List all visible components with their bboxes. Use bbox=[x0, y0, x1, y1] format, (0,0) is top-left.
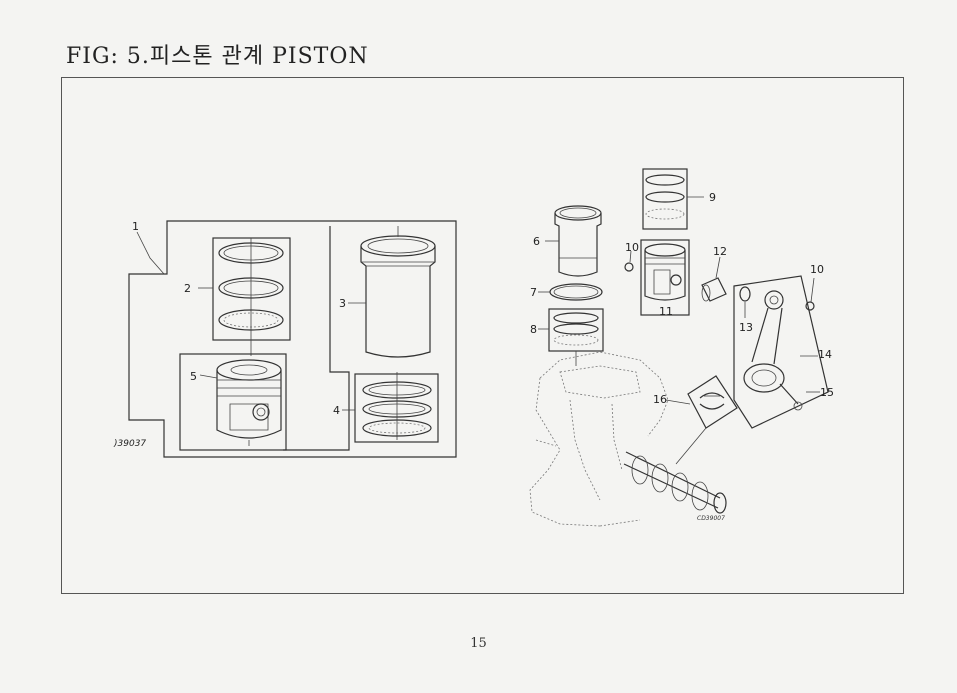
right-diagram-code: CD39007 bbox=[697, 515, 725, 522]
callout-2: 2 bbox=[184, 282, 191, 295]
callout-11: 11 bbox=[659, 305, 673, 318]
callout-10-left: 10 bbox=[625, 241, 639, 254]
callout-13: 13 bbox=[739, 321, 753, 334]
small-end-bush bbox=[739, 286, 751, 302]
figure-frame bbox=[61, 77, 904, 594]
callout-3: 3 bbox=[339, 297, 346, 310]
callout-1: 1 bbox=[132, 220, 139, 233]
callout-12: 12 bbox=[713, 245, 727, 258]
page-number: 15 bbox=[470, 636, 487, 651]
piston-rings-set-left bbox=[218, 238, 284, 356]
callout-15: 15 bbox=[820, 386, 834, 399]
callout-6: 6 bbox=[533, 235, 540, 248]
page-title: FIG: 5.피스톤 관계 PISTON bbox=[66, 44, 369, 69]
piston-rings-set-right bbox=[362, 372, 432, 440]
callout-7: 7 bbox=[530, 286, 537, 299]
callout-9: 9 bbox=[709, 191, 716, 204]
bearing-shells bbox=[699, 392, 725, 410]
piston-left bbox=[216, 359, 282, 439]
connecting-rod bbox=[743, 290, 803, 411]
piston-right bbox=[644, 243, 686, 301]
circlip-left bbox=[624, 262, 634, 272]
cylinder-liner bbox=[360, 235, 436, 358]
left-parts-group: 1 2 3 4 5 )39037 bbox=[113, 220, 457, 458]
callout-10-right: 10 bbox=[810, 263, 824, 276]
callout-4: 4 bbox=[333, 404, 340, 417]
circlip-right bbox=[805, 301, 815, 311]
right-parts-group: 6 7 8 9 10 11 12 10 13 14 15 16 CD39007 bbox=[529, 168, 834, 527]
piston-pin bbox=[701, 277, 727, 302]
callout-14: 14 bbox=[818, 348, 832, 361]
engine-block-sketch bbox=[529, 351, 727, 527]
callout-5: 5 bbox=[190, 370, 197, 383]
liner-small bbox=[554, 205, 602, 277]
left-diagram-code: )39037 bbox=[113, 439, 146, 449]
callout-16: 16 bbox=[653, 393, 667, 406]
callout-8: 8 bbox=[530, 323, 537, 336]
